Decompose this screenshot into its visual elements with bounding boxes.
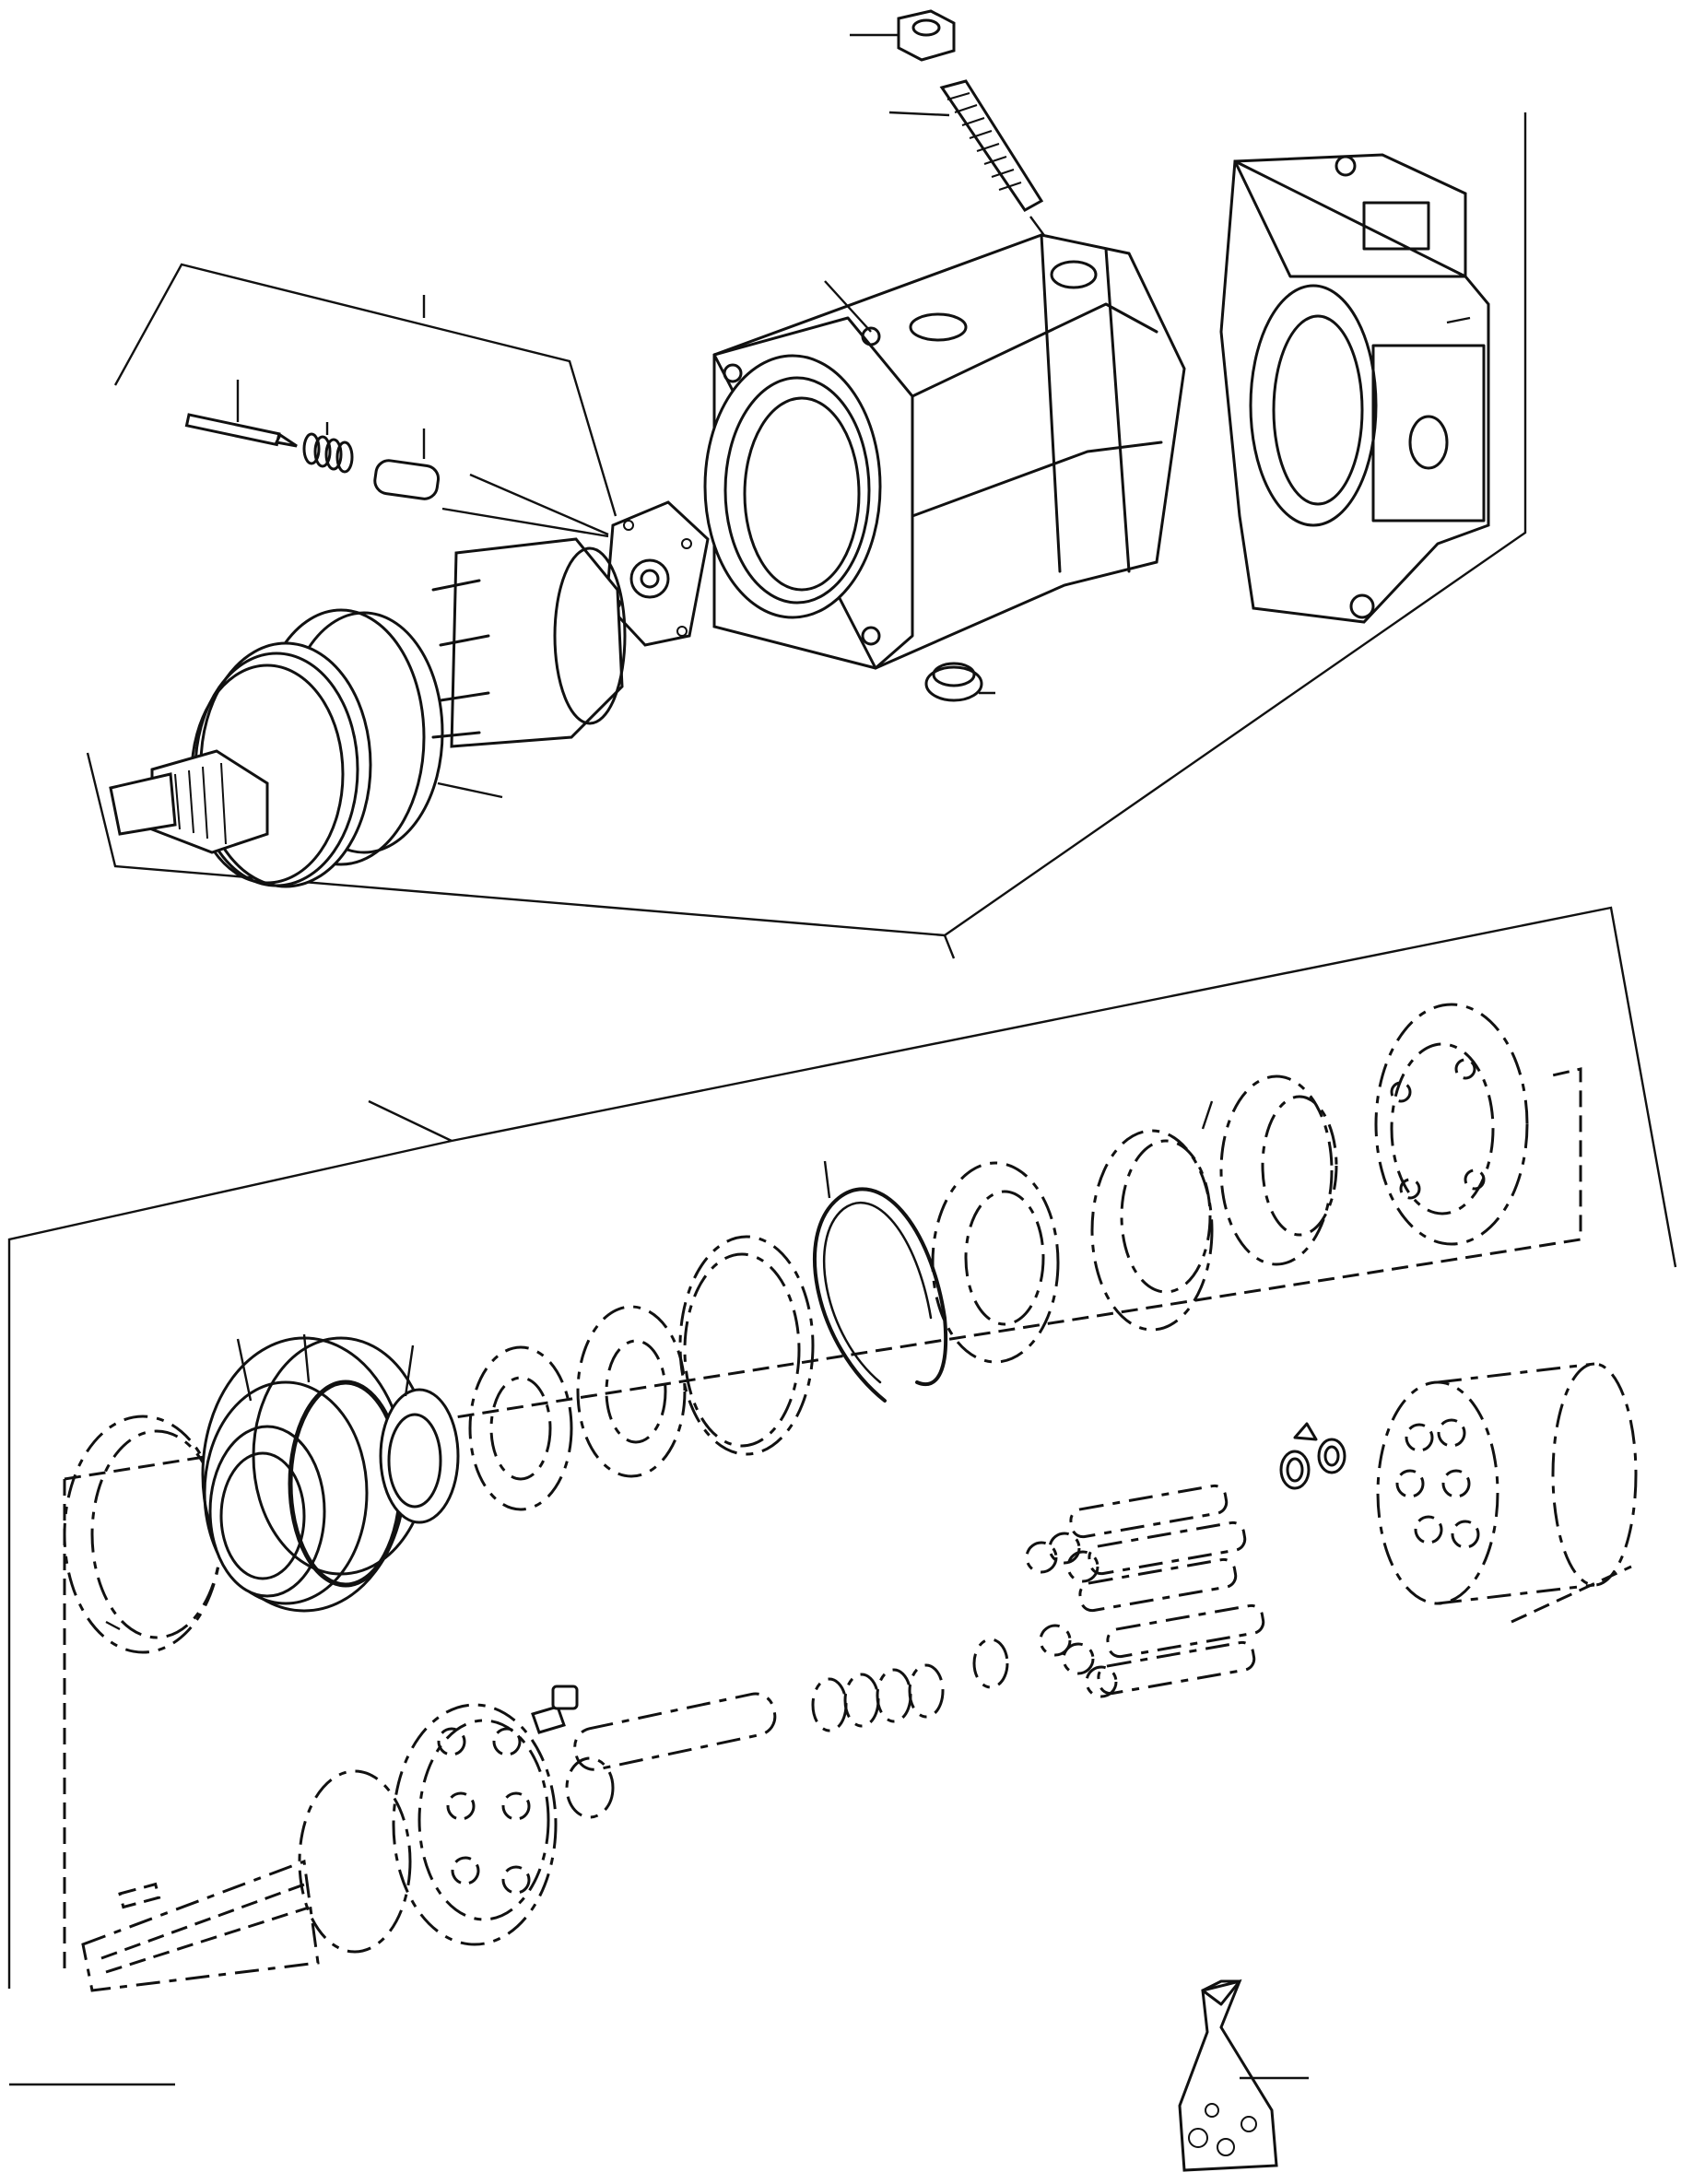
plug-part <box>924 662 995 702</box>
rotary-group-part <box>109 537 627 888</box>
thrust-bearing-part <box>931 1074 1338 1364</box>
adjusting-screw-part <box>888 79 1052 245</box>
bearing-part <box>468 1305 687 1511</box>
bolt-part <box>531 1685 579 1734</box>
drive-shaft-part <box>81 1703 558 1992</box>
pin-spring-sleeve-parts <box>184 380 609 538</box>
pistons-part <box>1025 1484 1265 1698</box>
cap-nut-part <box>850 9 956 62</box>
circlip-part <box>812 1160 948 1403</box>
cylinder-block-part <box>1376 1362 1638 1605</box>
end-cover-part <box>1219 153 1490 624</box>
shaft-seal-part <box>379 1344 460 1524</box>
upper-assembly <box>86 9 1527 959</box>
lower-assembly <box>7 906 1677 2172</box>
shim-ring-part <box>678 1235 815 1456</box>
snap-ring-part <box>63 1415 223 1654</box>
pump-housing-part <box>703 233 1186 670</box>
upper-group-bracket <box>113 263 617 517</box>
center-pin-part <box>565 1692 777 1819</box>
parts-bag-part <box>1178 1979 1309 2172</box>
retainer-plate-part <box>1374 1003 1529 1246</box>
center-spring-part <box>811 1638 1009 1732</box>
valve-plate-part <box>605 500 710 647</box>
seal-carrier-part <box>201 1336 430 1613</box>
washer-part <box>1279 1422 1346 1490</box>
